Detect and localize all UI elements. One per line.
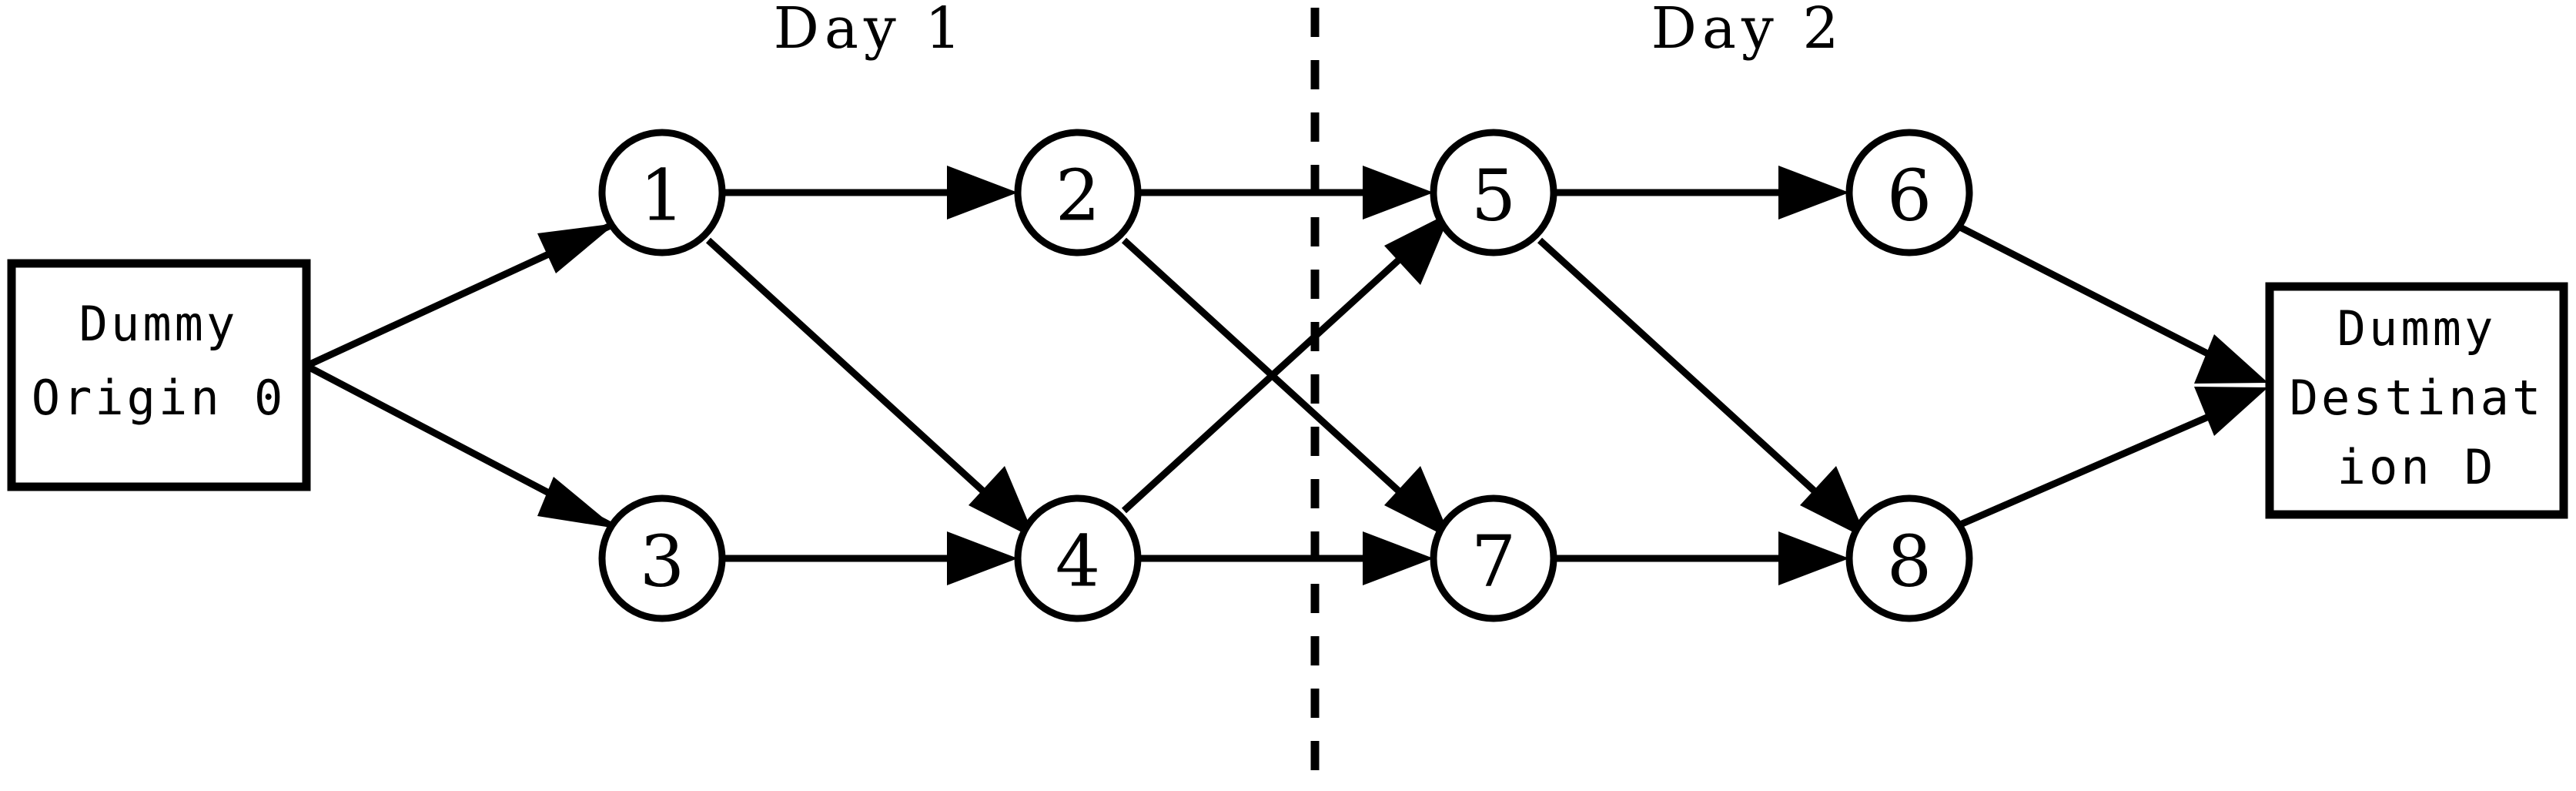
node-2-circle (1014, 129, 1142, 256)
edge-1-4 (705, 237, 1035, 539)
arrow-head-icon (1384, 466, 1451, 539)
edge-O-1 (305, 221, 616, 370)
node-2-label: 2 (1055, 155, 1101, 237)
edge-4-5 (1121, 212, 1451, 514)
edge-3-4 (722, 531, 1018, 585)
destination-label-line1: Dummy (2337, 300, 2497, 357)
arrow-head-icon (1800, 466, 1867, 539)
node-1[interactable]: 1 (598, 129, 726, 256)
node-2[interactable]: 2 (1014, 129, 1142, 256)
node-3-circle (598, 494, 726, 622)
node-8-circle (1845, 494, 1973, 622)
node-6-circle (1845, 129, 1973, 256)
edge-8-D (1957, 387, 2268, 529)
node-7-label: 7 (1471, 521, 1517, 603)
node-4-label: 4 (1055, 521, 1101, 603)
arrow-head-icon (2194, 387, 2268, 436)
node-layer: 1 2 3 4 5 6 (598, 129, 1973, 622)
node-4-circle (1014, 494, 1142, 622)
arrow-head-icon (2194, 334, 2268, 384)
node-6[interactable]: 6 (1845, 129, 1973, 256)
node-5[interactable]: 5 (1430, 129, 1557, 256)
edge-4-7 (1138, 531, 1434, 585)
destination-label-line2: Destinat (2290, 370, 2544, 426)
edge-7-8 (1554, 531, 1849, 585)
terminal-destination-box[interactable]: Dummy Destinat ion D (2265, 282, 2568, 519)
destination-label-line3: ion D (2337, 439, 2497, 495)
arrow-head-icon (947, 166, 1018, 220)
node-5-label: 5 (1471, 155, 1517, 237)
arrow-head-icon (1778, 531, 1849, 585)
node-7[interactable]: 7 (1430, 494, 1557, 622)
edge-2-7 (1121, 237, 1451, 539)
edge-1-2 (722, 166, 1018, 220)
arrow-head-icon (537, 223, 616, 273)
origin-label-line2: Origin 0 (32, 370, 286, 426)
origin-box-rect (7, 259, 311, 491)
arrow-head-icon (947, 531, 1018, 585)
destination-box-rect (2265, 282, 2568, 519)
node-1-label: 1 (640, 155, 685, 237)
node-6-label: 6 (1887, 155, 1932, 237)
edge-5-6 (1554, 166, 1849, 220)
terminal-origin-box[interactable]: Dummy Origin 0 (7, 259, 311, 491)
arrow-head-icon (1778, 166, 1849, 220)
arrow-head-icon (537, 477, 616, 528)
arrow-head-icon (1363, 531, 1434, 585)
edge-6-D (1956, 223, 2268, 384)
node-4[interactable]: 4 (1014, 494, 1142, 622)
origin-label-line1: Dummy (79, 296, 239, 352)
arrow-head-icon (1363, 166, 1434, 220)
node-8[interactable]: 8 (1845, 494, 1973, 622)
edge-5-8 (1537, 237, 1867, 539)
arrow-head-icon (1384, 212, 1451, 285)
node-3-label: 3 (640, 521, 685, 603)
node-1-circle (598, 129, 726, 256)
node-8-label: 8 (1887, 521, 1932, 603)
arrow-head-icon (969, 466, 1035, 539)
period-label-day2: Day 2 (1651, 0, 1845, 62)
node-7-circle (1430, 494, 1557, 622)
edge-2-5 (1138, 166, 1434, 220)
node-3[interactable]: 3 (598, 494, 726, 622)
node-5-circle (1430, 129, 1557, 256)
period-label-day1: Day 1 (774, 0, 967, 62)
edge-layer (304, 166, 2268, 585)
edge-O-3 (304, 363, 616, 529)
